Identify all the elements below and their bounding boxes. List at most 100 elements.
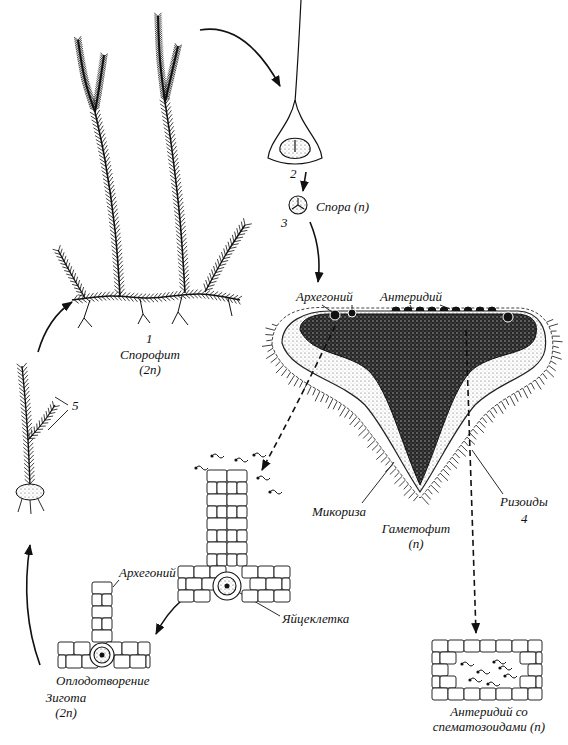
cell: [207, 506, 217, 518]
gametophyte-outline: [272, 307, 553, 498]
cell: [114, 655, 130, 668]
upright-stem: [160, 99, 190, 294]
dashed-arrow: [262, 326, 335, 470]
cell: [536, 676, 542, 688]
young-branch: [28, 401, 60, 440]
cell: [207, 518, 227, 530]
cycle-arrows: [27, 29, 476, 665]
cycle-arrow: [27, 545, 40, 665]
spermatozoids: [194, 453, 282, 494]
cell: [432, 676, 440, 688]
cell: [237, 530, 247, 542]
spermatozoid: [212, 454, 224, 458]
cell: [242, 566, 258, 578]
sporophyll-drawing: [268, 0, 322, 164]
spermatozoid: [462, 662, 474, 666]
part-label: Спора (n): [316, 200, 369, 215]
gametophyte-drawing: [272, 307, 553, 498]
callout-number: 4: [521, 512, 528, 527]
leader-line: [322, 305, 332, 312]
leader-lines: [48, 305, 503, 616]
cell: [464, 640, 480, 652]
cell: [237, 482, 247, 494]
cell: [432, 688, 448, 700]
callout-number: 5: [72, 399, 79, 414]
part-label: Микориза: [312, 505, 366, 520]
cell: [227, 518, 247, 530]
spermatozoid: [236, 458, 248, 462]
cell: [130, 655, 146, 668]
cell: [440, 652, 456, 664]
part-label: Антеридий: [380, 290, 442, 305]
leaves: [74, 36, 97, 110]
cell: [58, 655, 66, 668]
spermatozoid: [196, 466, 208, 470]
cell: [227, 542, 247, 554]
cell: [432, 640, 448, 652]
cell: [227, 494, 247, 506]
strobilus: [154, 13, 168, 102]
rhizoids: [262, 319, 563, 504]
mycorrhiza-zone: [282, 311, 546, 492]
archegonium-neck: [92, 582, 112, 642]
spermatozoid-head: [468, 678, 471, 681]
archegonium-neck: [207, 470, 227, 566]
side-branch: [204, 218, 252, 292]
cell: [194, 590, 210, 602]
part-label: Оплодотворение: [56, 674, 149, 689]
spermatozoid-head: [476, 670, 479, 673]
part-label: Антеридий со спематозоидами (n): [418, 705, 560, 735]
zygote-venter: [90, 643, 114, 667]
cell: [92, 594, 102, 606]
archegonium-tissue: [178, 566, 290, 602]
cell: [258, 590, 274, 602]
spermatozoid: [494, 660, 506, 664]
leaves: [29, 401, 60, 438]
leaves: [160, 99, 190, 292]
spore-circle: [289, 196, 307, 214]
cell: [122, 642, 138, 655]
cell: [274, 590, 290, 602]
spermatozoid: [470, 678, 482, 682]
zygote: [94, 647, 110, 663]
cell: [207, 542, 227, 554]
cell: [440, 676, 456, 688]
leaves: [154, 13, 168, 100]
cell: [512, 688, 528, 700]
archegonium-dot: [503, 312, 513, 322]
cell: [186, 578, 202, 590]
cell: [227, 470, 247, 482]
cell: [448, 640, 464, 652]
callout-number: 3: [281, 216, 288, 231]
spermatozoid-head: [498, 666, 501, 669]
young-stem: [17, 363, 35, 486]
antheridia-bumps: [392, 307, 496, 311]
antheridium-spermatozoids: [460, 660, 517, 686]
cell: [237, 506, 247, 518]
strobilus: [74, 36, 97, 112]
leaves: [74, 290, 242, 305]
stalk-line: [295, 0, 301, 102]
venter: [213, 572, 241, 600]
leaves: [204, 218, 252, 290]
cell: [207, 470, 227, 482]
spermatozoid-head: [460, 662, 463, 665]
spermatozoid-head: [252, 453, 255, 456]
cycle-arrow: [200, 29, 280, 86]
spermatozoid-head: [492, 660, 495, 663]
cell: [207, 554, 217, 566]
part-label: Спорофит (2n): [112, 348, 188, 378]
antheridium-cells: [432, 640, 542, 700]
spermatozoid: [478, 670, 490, 674]
archegonium-neck: [227, 470, 247, 566]
cell: [102, 618, 112, 630]
spermatozoid: [500, 666, 512, 670]
spermatozoid-head: [503, 674, 506, 677]
cell: [227, 506, 237, 518]
sporangium: [280, 138, 310, 158]
spermatozoid-head: [234, 458, 237, 461]
cell: [92, 606, 112, 618]
part-label: Зигота (2n): [36, 691, 96, 721]
stem: [165, 46, 178, 102]
